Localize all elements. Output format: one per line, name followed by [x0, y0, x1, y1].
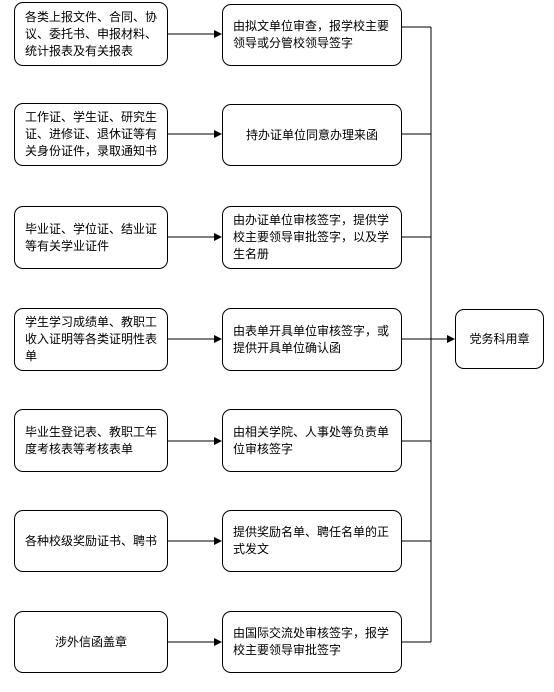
source-box-5: 毕业生登记表、教职工年度考核表等考核表单 [14, 409, 168, 472]
source-text-7: 涉外信函盖章 [54, 634, 127, 649]
source-box-2: 工作证、学生证、研究生证、进修证、退休证等有关身份证件，录取通知书 [14, 103, 168, 166]
review-box-6: 提供奖励名单、聘任名单的正式发文 [222, 510, 402, 572]
review-box-2: 持办证单位同意办理来函 [222, 104, 402, 166]
source-box-7: 涉外信函盖章 [14, 611, 168, 673]
review-text-7: 由国际交流处审核签字，报学校主要领导审批签字 [233, 626, 390, 657]
review-text-6: 提供奖励名单、聘任名单的正式发文 [233, 525, 390, 556]
review-text-4: 由表单开具单位审核签字，或提供开具单位确认函 [233, 323, 390, 355]
source-box-1: 各类上报文件、合同、协议、委托书、申报材料、统计报表及有关报表 [14, 2, 168, 66]
review-box-1: 由拟文单位审查，报学校主要领导或分管校领导签字 [222, 4, 402, 66]
review-box-4: 由表单开具单位审核签字，或提供开具单位确认函 [222, 308, 402, 371]
source-box-6: 各种校级奖励证书、聘书 [14, 510, 168, 572]
target-text: 党务科用章 [469, 331, 530, 346]
review-box-5: 由相关学院、人事处等负责单位审核签字 [222, 409, 402, 472]
source-text-5: 毕业生登记表、教职工年度考核表等考核表单 [25, 424, 158, 456]
review-text-2: 持办证单位同意办理来函 [245, 127, 378, 142]
source-text-1: 各类上报文件、合同、协议、委托书、申报材料、统计报表及有关报表 [25, 9, 158, 58]
source-text-2: 工作证、学生证、研究生证、进修证、退休证等有关身份证件，录取通知书 [25, 110, 158, 158]
review-box-7: 由国际交流处审核签字，报学校主要领导审批签字 [222, 611, 402, 673]
source-box-3: 毕业证、学位证、结业证等有关学业证件 [14, 206, 168, 269]
source-text-4: 学生学习成绩单、教职工收入证明等各类证明性表单 [25, 315, 158, 363]
source-text-3: 毕业证、学位证、结业证等有关学业证件 [25, 221, 158, 253]
review-text-3: 由办证单位审核签字，提供学校主要领导审批签字，以及学生名册 [233, 213, 390, 261]
review-text-1: 由拟文单位审查，报学校主要领导或分管校领导签字 [233, 19, 390, 50]
target-box: 党务科用章 [455, 309, 544, 369]
review-box-3: 由办证单位审核签字，提供学校主要领导审批签字，以及学生名册 [222, 206, 402, 269]
source-text-6: 各种校级奖励证书、聘书 [25, 533, 158, 548]
review-text-5: 由相关学院、人事处等负责单位审核签字 [233, 424, 390, 456]
source-box-4: 学生学习成绩单、教职工收入证明等各类证明性表单 [14, 308, 168, 371]
